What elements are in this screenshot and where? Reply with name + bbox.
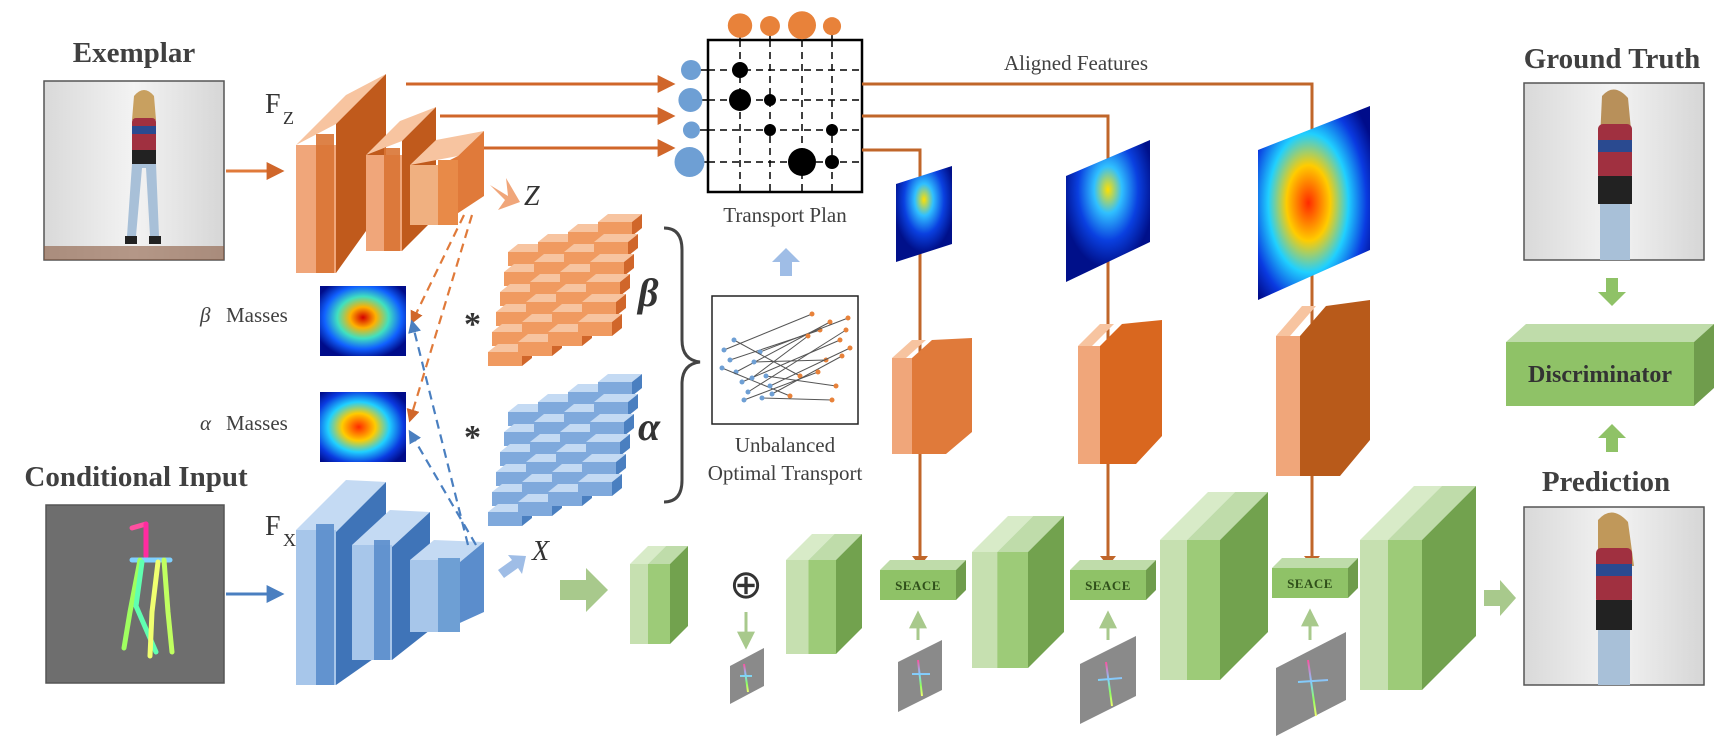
uot-to-plan-arrow [772, 248, 800, 276]
top-marginal-2 [760, 16, 780, 36]
z-arrow [490, 178, 520, 210]
fx-label: F [265, 511, 281, 542]
alpha-greek-label: α [638, 404, 661, 449]
alpha-symbol: α [200, 411, 212, 435]
prediction-to-discriminator-arrow [1598, 424, 1626, 452]
decoder-block-2 [786, 534, 862, 654]
conditional-input-image [45, 504, 225, 684]
decoder-block-4 [1160, 492, 1268, 680]
alpha-masses-heatmap [320, 392, 406, 462]
aligned-feature-paths [862, 82, 1314, 560]
fz-subscript: Z [283, 108, 294, 128]
discriminator-label: Discriminator [1528, 362, 1672, 388]
decoder-to-prediction-arrow [1484, 580, 1516, 616]
encoder-fx [296, 480, 484, 685]
seace-module-1: SEACE [880, 560, 966, 600]
combine-brace [663, 226, 701, 504]
fz-to-plan-arrows [406, 75, 676, 157]
beta-multiply-star: * [464, 306, 481, 343]
decoder-blocks [630, 486, 1476, 690]
ground-truth-image [1523, 82, 1705, 261]
x-arrow [498, 555, 526, 578]
pose-thumbnail-3 [1080, 610, 1136, 724]
beta-masses-label: Masses [226, 303, 288, 327]
encoder-fz [296, 74, 484, 273]
aligned-heatmap-2 [1066, 140, 1150, 282]
orange-block-1 [892, 338, 972, 454]
top-marginal-3 [788, 11, 816, 40]
prediction-image [1523, 506, 1705, 686]
seace-label-3: SEACE [1287, 576, 1333, 591]
left-marginal-3 [682, 121, 700, 139]
beta-greek-label: β [636, 270, 659, 315]
beta-feature-stack [488, 214, 642, 366]
transport-plan-matrix [674, 11, 864, 194]
seace-module-2: SEACE [1070, 560, 1156, 600]
alpha-feature-stack [488, 374, 642, 526]
pose-thumbnail-4 [1276, 608, 1346, 736]
mass-dashed-arrows [406, 214, 477, 546]
z-label: Z [524, 181, 540, 212]
plus-operator: ⊕ [729, 562, 763, 607]
fx-to-decoder-arrow [560, 568, 608, 612]
fz-label: F [265, 89, 281, 120]
left-marginal-1 [681, 60, 701, 80]
alpha-multiply-star: * [464, 419, 481, 456]
decoder-block-3 [972, 516, 1064, 668]
unbalanced-ot-plot [711, 295, 859, 425]
x-label: X [531, 536, 550, 567]
aligned-features-label: Aligned Features [1004, 51, 1148, 75]
seace-module-3: SEACE [1272, 558, 1358, 598]
seace-label-1: SEACE [895, 578, 941, 593]
seace-label-2: SEACE [1085, 578, 1131, 593]
pose-thumbnail-2 [898, 610, 942, 712]
pose-thumbnail-1 [730, 612, 764, 704]
orange-block-3 [1276, 300, 1370, 476]
aligned-heatmap-1 [896, 166, 952, 262]
fx-subscript: X [283, 530, 296, 550]
conditional-input-label: Conditional Input [24, 461, 248, 493]
left-marginals [674, 60, 708, 177]
left-marginal-2 [678, 88, 703, 112]
uot-label-line2: Optimal Transport [708, 461, 863, 485]
ground-truth-label: Ground Truth [1524, 43, 1701, 75]
aligned-heatmap-3 [1258, 106, 1370, 300]
transport-plan-label: Transport Plan [723, 203, 847, 227]
decoder-block-1 [630, 546, 688, 644]
beta-symbol: β [199, 303, 211, 327]
top-marginals [727, 11, 842, 40]
top-marginal-4 [822, 17, 842, 36]
orange-block-2 [1078, 320, 1162, 464]
decoder-block-5 [1360, 486, 1476, 690]
left-marginal-4 [674, 147, 705, 177]
prediction-label: Prediction [1542, 466, 1670, 498]
gt-to-discriminator-arrow [1598, 278, 1626, 306]
discriminator-block: Discriminator [1506, 324, 1714, 406]
top-marginal-1 [727, 13, 753, 38]
alpha-masses-label: Masses [226, 411, 288, 435]
exemplar-image [43, 80, 225, 261]
exemplar-label: Exemplar [73, 37, 196, 69]
uot-label-line1: Unbalanced [735, 433, 836, 457]
beta-masses-heatmap [320, 286, 406, 356]
